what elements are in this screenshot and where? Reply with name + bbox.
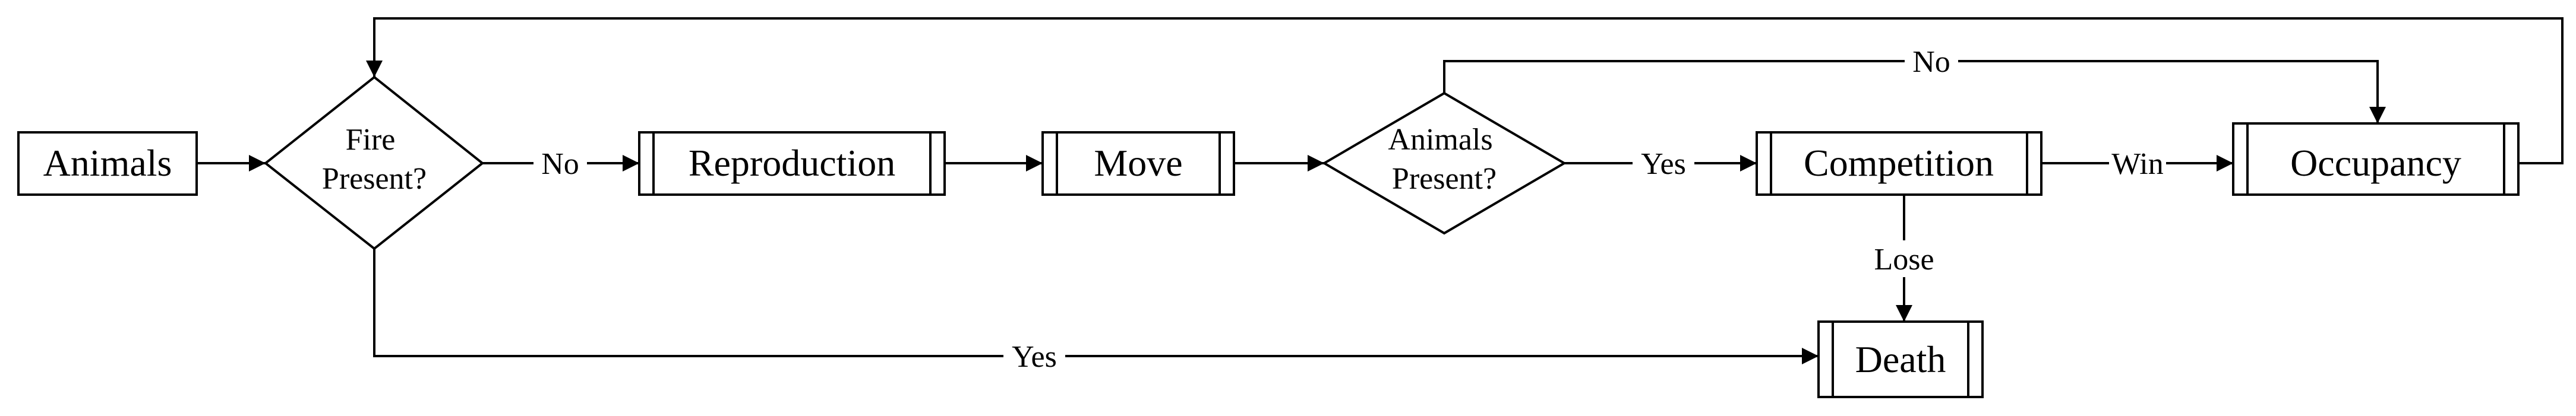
edge-occupancy-loop-to-fire xyxy=(366,17,2564,164)
node-fire-present-label: Fire Present? xyxy=(322,123,427,196)
edge-label-animals-present-yes: Yes xyxy=(1633,145,1694,182)
svg-text:Yes: Yes xyxy=(1012,340,1057,374)
svg-text:No: No xyxy=(1912,45,1950,79)
node-occupancy: Occupancy xyxy=(2232,122,2520,196)
node-move-label: Move xyxy=(1094,142,1182,184)
node-animals: Animals xyxy=(17,131,198,196)
node-death: Death xyxy=(1817,320,1984,398)
node-move: Move xyxy=(1041,131,1235,196)
node-reproduction-label: Reproduction xyxy=(689,142,895,184)
node-death-label: Death xyxy=(1855,338,1946,380)
svg-text:Lose: Lose xyxy=(1874,243,1934,277)
node-occupancy-label: Occupancy xyxy=(2290,142,2461,184)
edge-label-competition-lose: Lose xyxy=(1864,240,1944,277)
svg-text:Yes: Yes xyxy=(1641,147,1686,181)
node-animals-present: Animals Present? xyxy=(1322,91,1567,235)
edge-fire-yes-to-death xyxy=(373,244,1819,364)
node-competition: Competition xyxy=(1756,131,2043,196)
node-animals-present-label: Animals Present? xyxy=(1388,123,1500,196)
svg-text:Win: Win xyxy=(2111,147,2163,181)
node-fire-present: Fire Present? xyxy=(263,75,485,250)
edge-label-competition-win: Win xyxy=(2109,145,2166,182)
edge-label-fire-no: No xyxy=(533,145,587,182)
edge-label-animals-present-no: No xyxy=(1905,43,1958,80)
node-competition-label: Competition xyxy=(1804,142,1994,184)
svg-text:No: No xyxy=(541,147,579,181)
edge-label-fire-yes: Yes xyxy=(1003,338,1065,374)
node-animals-label: Animals xyxy=(43,142,172,184)
node-reproduction: Reproduction xyxy=(638,131,946,196)
